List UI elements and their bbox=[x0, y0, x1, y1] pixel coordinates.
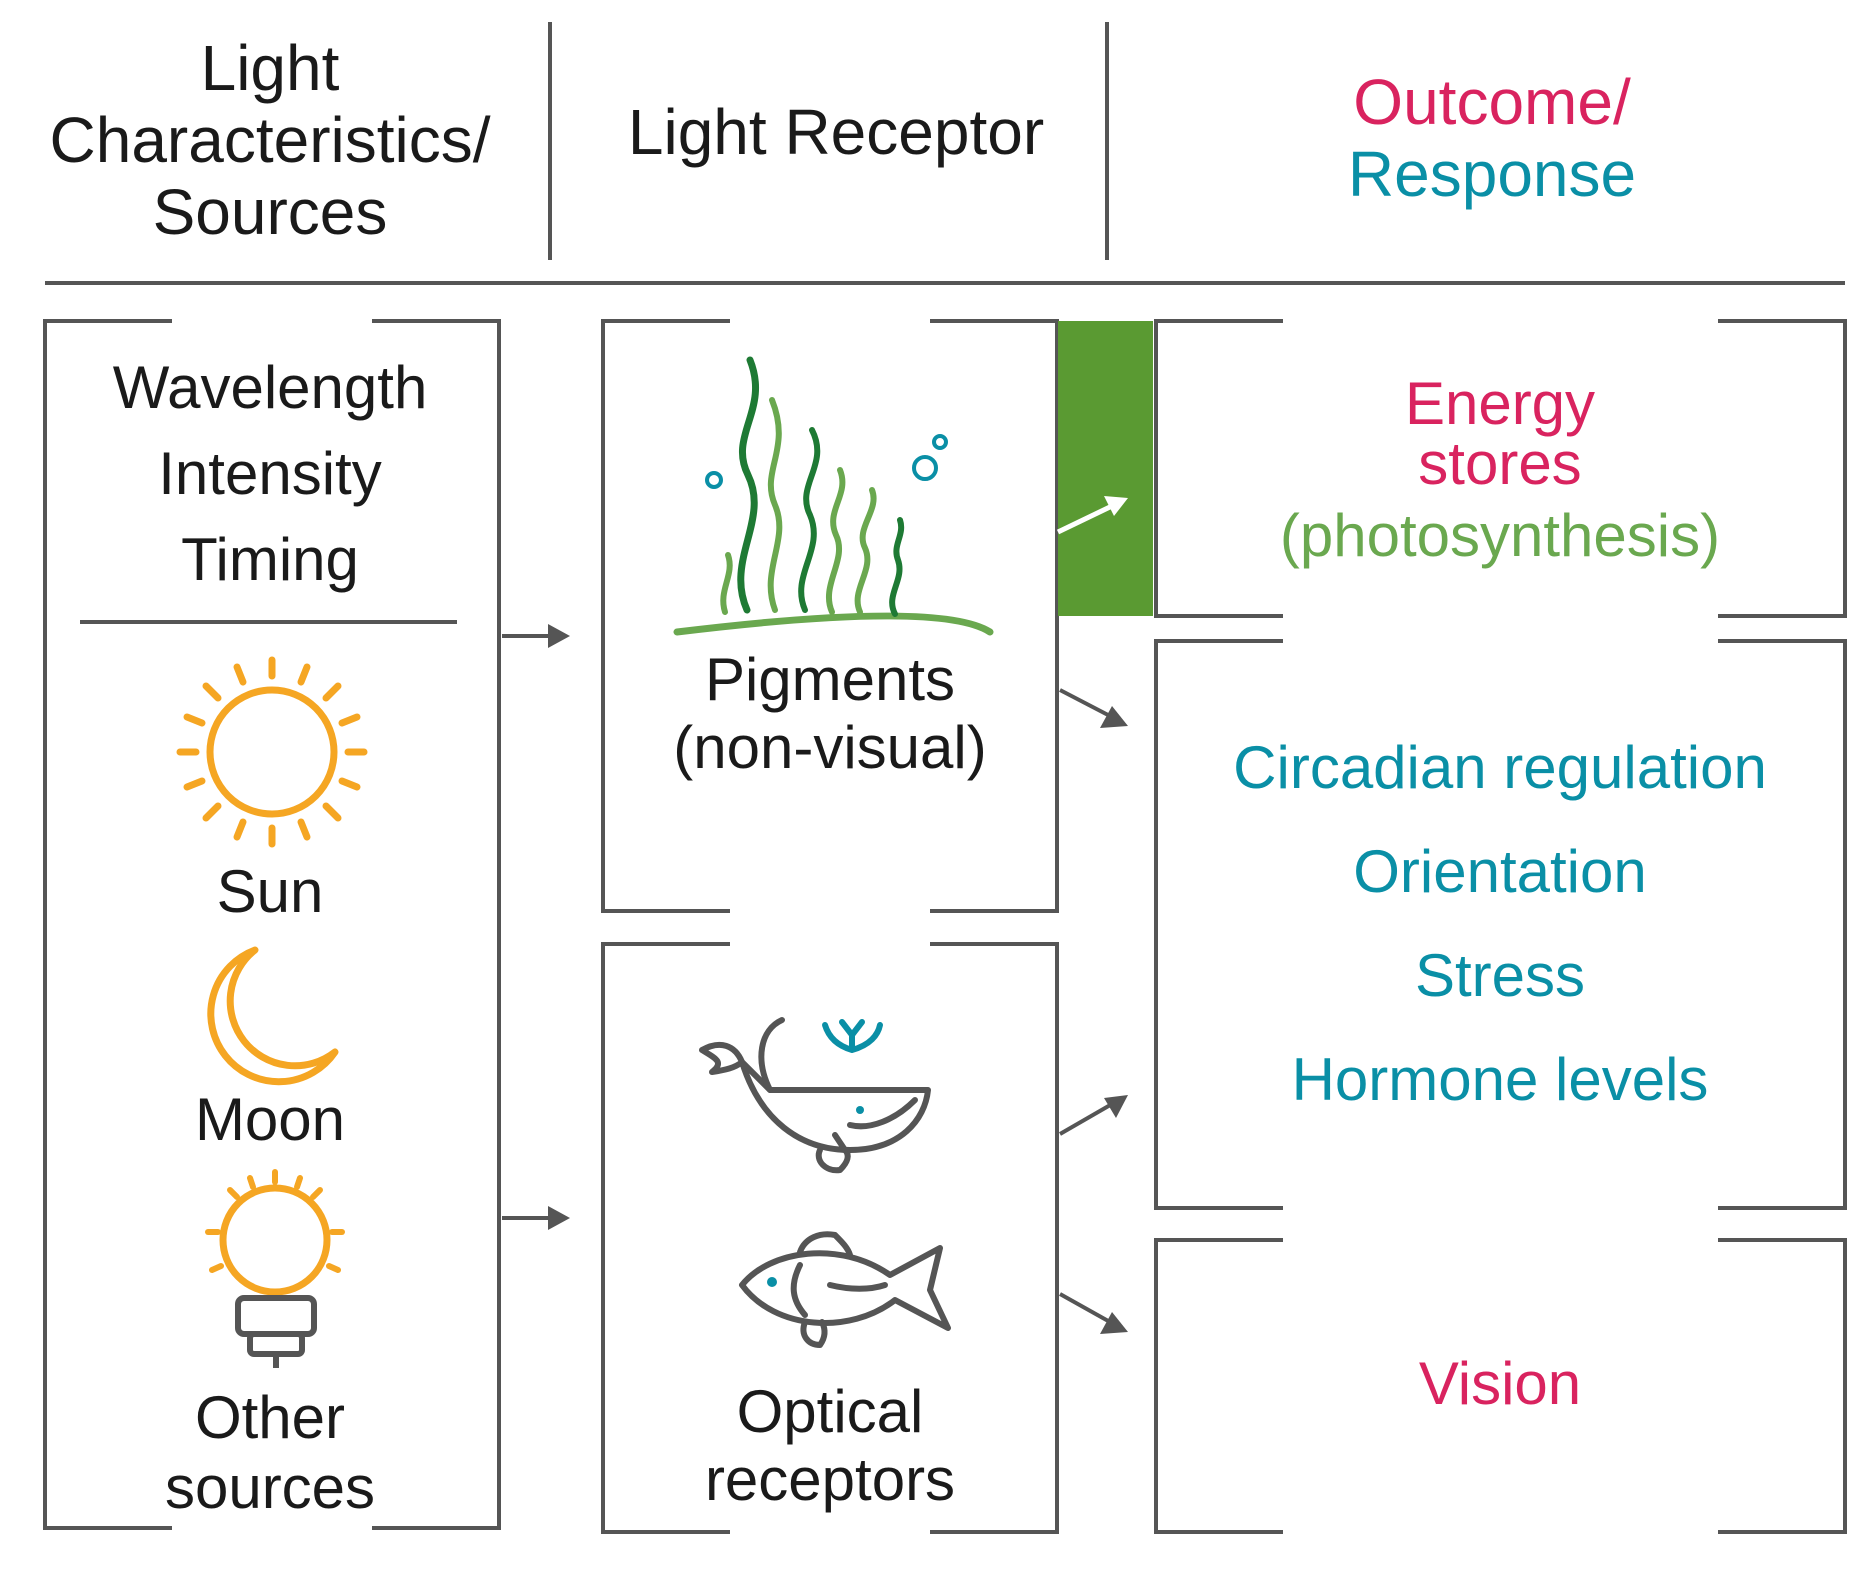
arrow-pigments-to-circadian bbox=[1059, 688, 1111, 718]
regulation-box: Circadian regulation Orientation Stress … bbox=[1154, 639, 1847, 1210]
fish-icon bbox=[739, 1231, 951, 1348]
arrow-to-energy bbox=[1056, 496, 1128, 535]
light-bulb-icon bbox=[205, 1169, 345, 1368]
col1-header-line1: Light bbox=[201, 32, 340, 104]
outcome-energy-line2: stores bbox=[1418, 430, 1581, 497]
col1-header-line3: Sources bbox=[153, 176, 388, 248]
source-arrows bbox=[502, 624, 570, 1230]
optical-receptors-box: Optical receptors bbox=[601, 942, 1059, 1534]
arrow-optical-to-vision bbox=[1059, 1292, 1111, 1324]
optical-label-line1: Optical bbox=[737, 1378, 924, 1445]
col3-header-line2: Response bbox=[1348, 138, 1636, 210]
moon-icon bbox=[207, 946, 339, 1086]
sun-icon bbox=[176, 656, 368, 848]
characteristic-intensity: Intensity bbox=[158, 440, 381, 507]
characteristic-timing: Timing bbox=[181, 526, 359, 593]
col1-header-line2: Characteristics/ bbox=[50, 104, 491, 176]
receptor-arrows bbox=[1059, 688, 1128, 1334]
source-other-label-line2: sources bbox=[165, 1454, 375, 1521]
outcome-energy-line1: Energy bbox=[1405, 370, 1595, 437]
outcome-vision: Vision bbox=[1419, 1350, 1581, 1417]
sources-box: Wavelength Intensity Timing bbox=[43, 319, 501, 1530]
col2-header: Light Receptor bbox=[628, 96, 1044, 168]
vision-box: Vision bbox=[1154, 1238, 1847, 1534]
arrow-optical-to-circadian bbox=[1059, 1102, 1113, 1136]
pigments-label-line2: (non-visual) bbox=[673, 714, 986, 781]
source-moon-label: Moon bbox=[195, 1086, 345, 1153]
optical-label-line2: receptors bbox=[705, 1446, 955, 1513]
characteristic-wavelength: Wavelength bbox=[113, 354, 428, 421]
outcome-orientation: Orientation bbox=[1353, 838, 1647, 905]
seaweed-icon bbox=[673, 356, 994, 636]
whale-icon bbox=[699, 1017, 931, 1174]
col3-header-line1: Outcome/ bbox=[1353, 66, 1631, 138]
outcome-hormone: Hormone levels bbox=[1292, 1046, 1709, 1113]
photosynthesis-block bbox=[1058, 321, 1153, 616]
energy-box: Energy stores (photosynthesis) bbox=[1154, 319, 1847, 618]
outcome-energy-line3: (photosynthesis) bbox=[1280, 502, 1720, 569]
header: Light Characteristics/ Sources Light Rec… bbox=[45, 22, 1845, 285]
outcome-circadian: Circadian regulation bbox=[1233, 734, 1767, 801]
pigments-label-line1: Pigments bbox=[705, 646, 955, 713]
source-other-label-line1: Other bbox=[195, 1384, 345, 1451]
pigments-box: Pigments (non-visual) bbox=[601, 319, 1059, 913]
source-sun-label: Sun bbox=[217, 858, 324, 925]
outcome-stress: Stress bbox=[1415, 942, 1585, 1009]
